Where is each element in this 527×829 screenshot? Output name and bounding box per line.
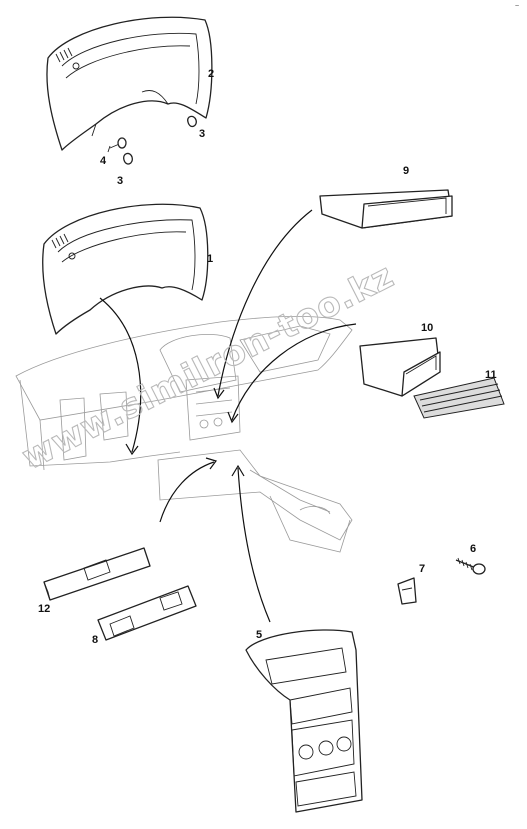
vent-slots — [51, 233, 69, 249]
callout-8: 8 — [92, 634, 98, 646]
part-3-clip-upper — [187, 115, 197, 128]
callout-11: 11 — [485, 369, 497, 381]
corner-mark: ~ — [515, 3, 519, 10]
assembly-arrows — [99, 209, 357, 623]
callout-10: 10 — [421, 322, 433, 334]
part-5-center-panel — [245, 629, 363, 813]
part-1-cluster-hood — [42, 203, 209, 335]
part-10-pocket — [359, 337, 441, 397]
part-7-clip — [397, 577, 417, 605]
part-6-screw — [455, 557, 486, 575]
callout-6: 6 — [470, 543, 476, 555]
part-11-mat — [413, 377, 505, 419]
callout-9: 9 — [403, 165, 409, 177]
callout-labels: 2 3 4 3 9 1 10 11 6 7 12 8 5 — [38, 68, 497, 646]
callout-7: 7 — [419, 563, 425, 575]
callout-3-lower: 3 — [117, 175, 123, 187]
part-4-screw — [107, 137, 127, 153]
part-2-cluster-hood — [46, 16, 213, 151]
part-12-switch-panel — [43, 547, 151, 601]
part-8-switch-panel — [97, 585, 197, 641]
callout-12: 12 — [38, 603, 50, 615]
callout-4: 4 — [100, 155, 107, 167]
part-9-storage-tray — [319, 189, 453, 229]
dashboard-outline — [15, 315, 353, 553]
callout-2: 2 — [208, 68, 214, 80]
callout-3-upper: 3 — [199, 128, 205, 140]
callout-5: 5 — [256, 629, 262, 641]
callout-1: 1 — [207, 253, 213, 265]
vent-slots — [55, 47, 73, 63]
part-3-clip-lower — [123, 152, 133, 165]
